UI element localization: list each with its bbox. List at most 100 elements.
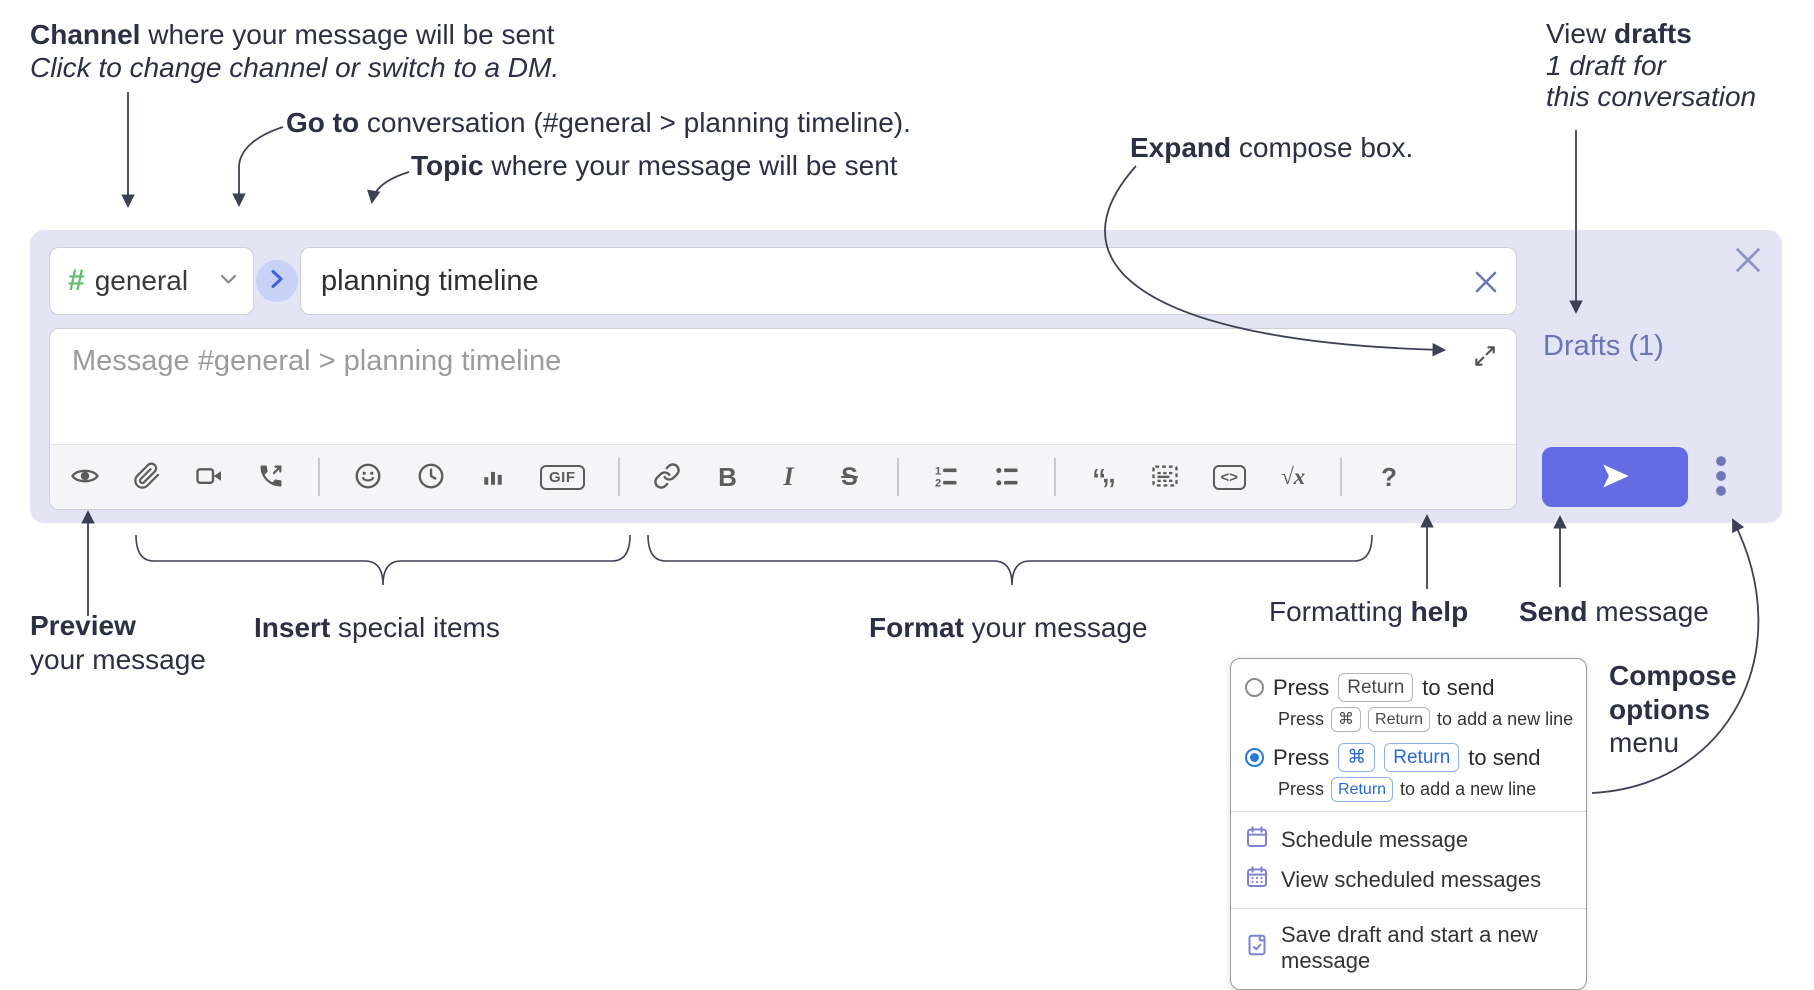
view-drafts-annotation: View drafts 1 draft for this conversatio…	[1546, 18, 1757, 112]
bulleted-list-icon	[993, 462, 1021, 493]
popup-divider	[1231, 811, 1586, 812]
drafts-link[interactable]: Drafts (1)	[1543, 330, 1664, 362]
link-button[interactable]	[653, 455, 681, 499]
return-key-cap: Return	[1368, 707, 1431, 732]
expand-compose-icon[interactable]	[1470, 341, 1500, 371]
math-icon: √x	[1280, 464, 1306, 489]
channel-annotation: Channel where your message will be sent …	[30, 18, 559, 84]
channel-name: general	[94, 265, 189, 296]
spoiler-icon	[1150, 461, 1180, 494]
send-icon	[1599, 460, 1631, 495]
compose-box: # general	[30, 230, 1782, 523]
compose-options-button[interactable]	[1699, 455, 1743, 499]
radio-selected-icon[interactable]	[1245, 748, 1264, 767]
return-key-cap: Return	[1331, 777, 1394, 802]
global-time-button[interactable]	[416, 455, 446, 499]
chevron-down-icon	[220, 272, 237, 290]
svg-text:2: 2	[935, 477, 941, 489]
toolbar-separator	[1053, 458, 1056, 496]
send-annotation: Send message	[1519, 596, 1709, 627]
format-annotation: Format your message	[869, 612, 1148, 643]
clock-icon	[416, 461, 446, 494]
chevron-right-icon	[270, 269, 284, 294]
strikethrough-icon: S	[841, 462, 858, 491]
quote-button[interactable]: “”	[1089, 455, 1117, 514]
toolbar-separator	[318, 458, 320, 496]
preview-annotation: Preview your message	[30, 610, 206, 675]
topic-input[interactable]	[301, 264, 1516, 298]
channel-hash-icon: #	[68, 264, 85, 297]
video-call-button[interactable]	[194, 455, 224, 499]
quote-icon: “”	[1092, 462, 1115, 514]
gif-icon: GIF	[540, 464, 585, 490]
topic-field	[300, 247, 1517, 315]
gif-button[interactable]: GIF	[540, 455, 585, 499]
preview-button[interactable]	[70, 455, 100, 499]
save-draft-item[interactable]: Save draft and start a new message	[1231, 917, 1586, 979]
calendar-icon	[1245, 825, 1269, 855]
schedule-message-item[interactable]: Schedule message	[1231, 820, 1586, 860]
return-key-cap: Return	[1338, 673, 1414, 702]
message-formatting-help-button[interactable]: ?	[1375, 455, 1403, 499]
topic-annotation: Topic where your message will be sent	[411, 150, 898, 181]
channel-annotation-bold: Channel	[30, 19, 141, 50]
smiley-icon	[353, 461, 383, 494]
cmd-enter-sends-option[interactable]: Press ⌘ Return to send	[1231, 741, 1586, 774]
question-mark-icon: ?	[1381, 461, 1397, 492]
toolbar-separator	[896, 458, 899, 496]
code-icon: <>	[1212, 464, 1247, 490]
poll-button[interactable]	[479, 455, 507, 499]
send-button[interactable]	[1542, 447, 1688, 507]
view-scheduled-messages-item[interactable]: View scheduled messages	[1231, 860, 1586, 900]
svg-text:1: 1	[935, 465, 941, 477]
bar-chart-icon	[479, 462, 507, 493]
eye-icon	[70, 461, 100, 494]
emoji-button[interactable]	[353, 455, 383, 499]
italic-button[interactable]: I	[775, 455, 803, 499]
expand-annotation: Expand compose box.	[1130, 132, 1414, 163]
compose-options-annotation: Compose options menu	[1609, 660, 1737, 758]
video-camera-icon	[194, 461, 224, 494]
paperclip-icon	[133, 462, 161, 493]
enter-sends-option-subtext: Press ⌘ Return to add a new line	[1278, 707, 1586, 732]
channel-annotation-line2: Click to change channel or switch to a D…	[30, 52, 560, 83]
message-input[interactable]	[70, 343, 1434, 439]
audio-call-button[interactable]	[257, 455, 285, 499]
bold-button[interactable]: B	[714, 455, 742, 499]
formatting-help-annotation: Formatting help	[1269, 596, 1469, 627]
spoiler-button[interactable]	[1150, 455, 1180, 499]
code-button[interactable]: <>	[1212, 455, 1247, 499]
toolbar-separator	[617, 458, 620, 496]
close-compose-icon[interactable]	[1730, 242, 1766, 278]
strikethrough-button[interactable]: S	[836, 455, 864, 499]
topic-clear-icon[interactable]	[1470, 266, 1502, 298]
toolbar-separator	[1340, 458, 1343, 496]
bulleted-list-button[interactable]	[993, 455, 1021, 499]
goto-conversation-button[interactable]	[256, 260, 298, 302]
popup-divider	[1231, 908, 1586, 909]
cmd-key-cap: ⌘	[1331, 707, 1362, 732]
document-check-icon	[1245, 933, 1269, 963]
attach-button[interactable]	[133, 455, 161, 499]
channel-selector[interactable]: # general	[49, 247, 254, 315]
calendar-grid-icon	[1245, 865, 1269, 895]
insert-annotation: Insert special items	[254, 612, 500, 643]
kebab-menu-icon	[1714, 455, 1728, 500]
return-key-cap: Return	[1384, 743, 1460, 772]
math-button[interactable]: √x	[1279, 455, 1307, 499]
channel-annotation-rest: where your message will be sent	[140, 19, 555, 50]
cmd-key-cap: ⌘	[1338, 743, 1376, 772]
phone-call-icon	[257, 462, 285, 493]
message-compose-area: GIF B I S 12 “”	[49, 328, 1517, 514]
cmd-enter-sends-option-subtext: Press Return to add a new line	[1278, 777, 1586, 802]
enter-sends-option[interactable]: Press Return to send	[1231, 671, 1586, 704]
radio-unselected-icon[interactable]	[1245, 678, 1264, 697]
compose-options-popup: Press Return to send Press ⌘ Return to a…	[1230, 658, 1587, 990]
goto-annotation: Go to conversation (#general > planning …	[286, 107, 911, 138]
bold-icon: B	[718, 461, 737, 492]
link-icon	[653, 462, 681, 493]
italic-icon: I	[783, 462, 794, 491]
